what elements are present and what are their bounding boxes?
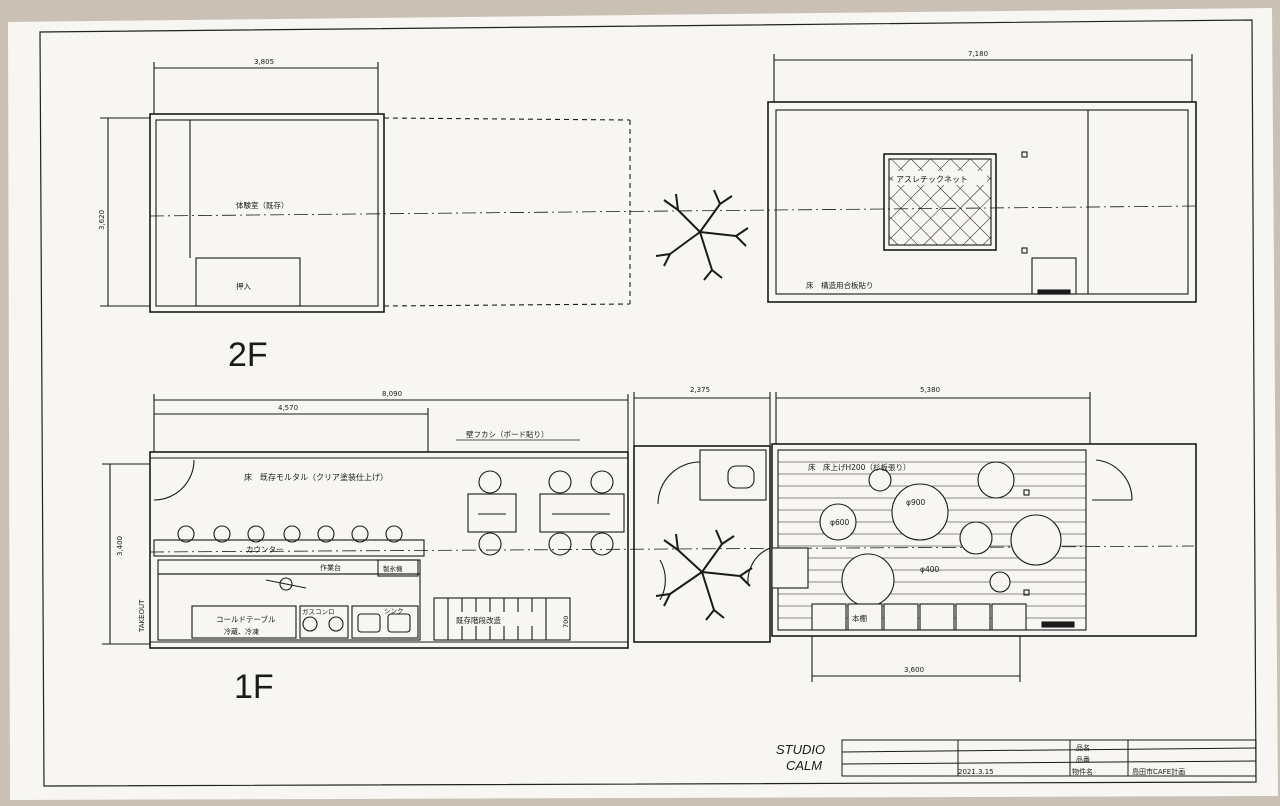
dim-2f-left-width: 3,805: [254, 58, 274, 66]
sink-label: シンク: [384, 607, 404, 615]
plan-1f-right: [771, 392, 1197, 682]
title-name-label: 品名: [1076, 743, 1090, 752]
tree-symbol-lower: [655, 529, 753, 621]
floor-label-1f: 1F: [234, 668, 274, 706]
athletic-label-bg: [893, 171, 987, 185]
title-project: 島田市CAFE計画: [1132, 767, 1185, 776]
plan-2f-left: [100, 62, 631, 313]
logo-studio: STUDIO: [776, 742, 825, 757]
cold-table-sub: 冷蔵、冷凍: [224, 627, 259, 636]
dia-900: φ900: [906, 498, 925, 507]
room-taiken: 体験室（既存）: [236, 200, 289, 210]
drawing-border: [39, 19, 1257, 787]
floor-plywood: 床 構造用合板貼り: [806, 280, 874, 290]
title-number-label: 品番: [1076, 756, 1090, 764]
floor-label-2f: 2F: [228, 336, 268, 374]
plan-1f-left: [102, 394, 629, 649]
dim-1f-part: 4,570: [278, 404, 298, 412]
stairs-label-bg: [452, 612, 536, 626]
dim-2f-left-depth: 3,620: [98, 210, 106, 230]
dia-600: φ600: [830, 518, 849, 527]
title-block: [841, 739, 1257, 777]
title-project-label: 物件名: [1072, 767, 1093, 776]
stairs-height: 700: [562, 616, 570, 628]
room-athletic: アスレチックネット: [896, 175, 968, 184]
floor-mortar: 床 既存モルタル（クリア塗装仕上げ）: [244, 472, 388, 482]
room-oshiire: 押入: [236, 281, 251, 291]
dia-400: φ400: [920, 565, 939, 574]
floor-raised: 床 床上げH200（杉板張り）: [808, 462, 910, 472]
wall-note: 壁フカシ（ボード貼り）: [466, 429, 549, 439]
logo-calm: CALM: [786, 758, 822, 773]
person-symbol: [265, 577, 307, 591]
gas-label: ガスコンロ: [302, 607, 335, 616]
tree-symbol-upper: [655, 189, 749, 281]
cold-table-label: コールドテーブル: [216, 614, 276, 624]
ice-machine-label: 製氷機: [383, 564, 403, 573]
dim-1f-depth: 3,400: [116, 536, 124, 556]
bookshelf-label: 本棚: [852, 613, 867, 623]
plan-1f-middle: [633, 392, 771, 643]
center-line-2f: [149, 205, 1197, 217]
dim-1f-right: 5,380: [920, 386, 940, 394]
counter-label: カウンター: [246, 545, 284, 554]
workbench-label: 作業台: [320, 563, 341, 572]
dim-2f-right-width: 7,180: [968, 50, 988, 58]
title-date: 2021.3.15: [958, 768, 994, 776]
dim-1f-middle: 2,375: [690, 386, 710, 394]
dim-1f-bottom: 3,600: [904, 666, 924, 674]
takeout-label: TAKEOUT: [138, 599, 146, 633]
dim-1f-total: 8,090: [382, 390, 402, 398]
stairs-label: 既存階段改造: [456, 615, 501, 625]
